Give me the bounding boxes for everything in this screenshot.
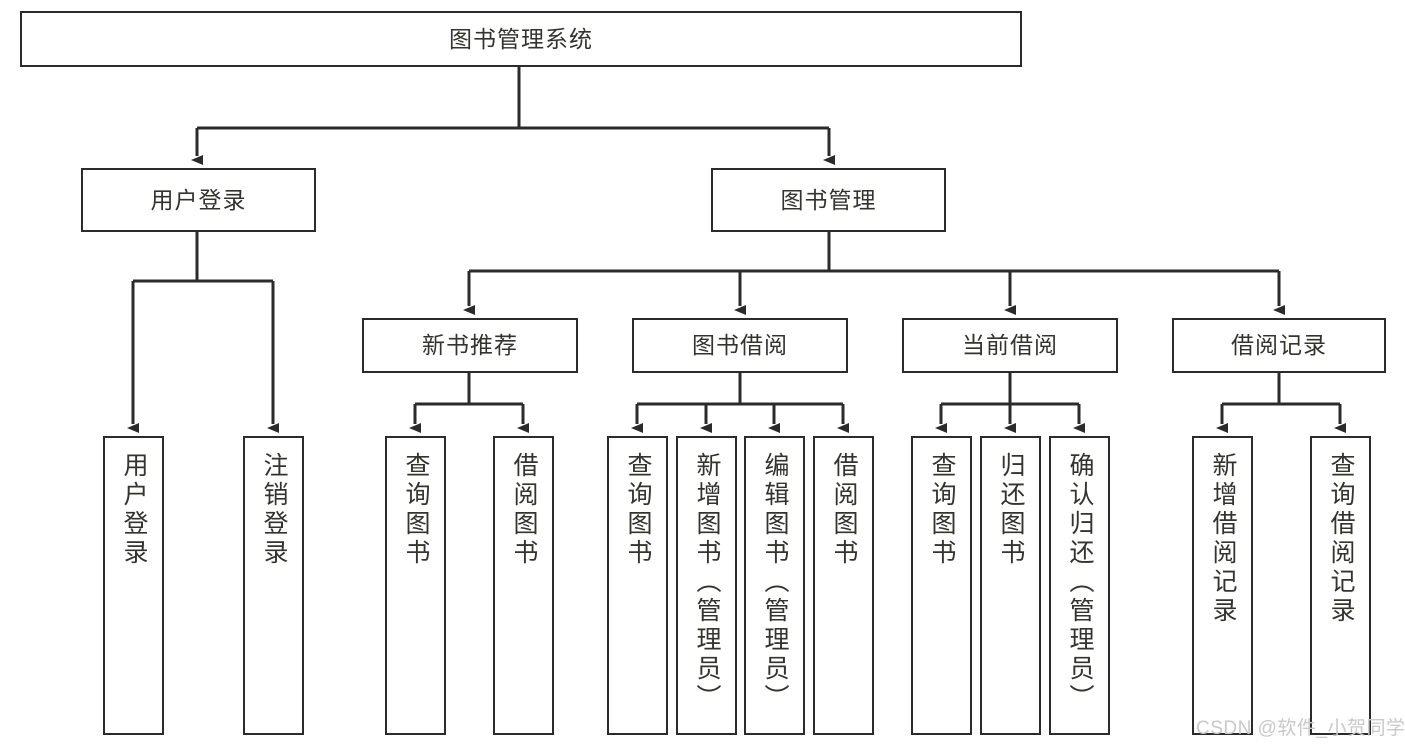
node-leaf-borrow-book-2[interactable]: 借阅图书 xyxy=(813,436,874,735)
node-leaf-add-record[interactable]: 新增借阅记录 xyxy=(1192,436,1253,735)
node-leaf-return-book[interactable]: 归还图书 xyxy=(980,436,1041,735)
edge-group-root xyxy=(191,67,835,165)
node-leaf-add-book[interactable]: 新增图书（管理员） xyxy=(676,436,737,735)
node-leaf-query-book-2[interactable]: 查询图书 xyxy=(607,436,668,735)
node-user-login-label: 用户登录 xyxy=(150,186,247,213)
node-new-book-rec[interactable]: 新书推荐 xyxy=(362,318,578,373)
node-leaf-user-login[interactable]: 用户登录 xyxy=(103,436,164,735)
node-leaf-confirm-return-label: 确认归还（管理员） xyxy=(1066,452,1094,713)
node-leaf-edit-book[interactable]: 编辑图书（管理员） xyxy=(744,436,805,735)
node-current-borrow-label: 当前借阅 xyxy=(962,332,1058,359)
edge-group-book-borrow xyxy=(631,373,849,433)
edge-group-current-borrow xyxy=(935,373,1085,433)
node-leaf-borrow-book-1-label: 借阅图书 xyxy=(510,452,538,568)
node-leaf-logout[interactable]: 注销登录 xyxy=(243,436,304,735)
node-leaf-edit-book-label: 编辑图书（管理员） xyxy=(761,452,789,713)
node-leaf-return-book-label: 归还图书 xyxy=(997,452,1025,568)
node-root[interactable]: 图书管理系统 xyxy=(20,11,1022,67)
node-leaf-query-book-3[interactable]: 查询图书 xyxy=(911,436,972,735)
edge-group-user-login xyxy=(127,232,279,433)
node-leaf-logout-label: 注销登录 xyxy=(260,452,288,568)
node-user-login[interactable]: 用户登录 xyxy=(81,168,316,232)
node-new-book-rec-label: 新书推荐 xyxy=(422,332,518,359)
node-leaf-query-record[interactable]: 查询借阅记录 xyxy=(1310,436,1371,735)
node-borrow-record[interactable]: 借阅记录 xyxy=(1172,318,1386,373)
node-leaf-borrow-book-2-label: 借阅图书 xyxy=(830,452,858,568)
node-root-label: 图书管理系统 xyxy=(449,25,593,52)
node-leaf-query-record-label: 查询借阅记录 xyxy=(1327,452,1355,626)
edge-group-book-manage xyxy=(463,232,1285,315)
node-book-manage[interactable]: 图书管理 xyxy=(711,168,946,232)
node-leaf-user-login-label: 用户登录 xyxy=(120,452,148,568)
node-leaf-confirm-return[interactable]: 确认归还（管理员） xyxy=(1049,436,1110,735)
node-book-manage-label: 图书管理 xyxy=(780,186,877,213)
node-book-borrow-label: 图书借阅 xyxy=(692,332,788,359)
node-leaf-query-book-2-label: 查询图书 xyxy=(624,452,652,568)
node-current-borrow[interactable]: 当前借阅 xyxy=(902,318,1118,373)
node-leaf-add-record-label: 新增借阅记录 xyxy=(1209,452,1237,626)
node-leaf-query-book-1[interactable]: 查询图书 xyxy=(385,436,446,735)
node-leaf-borrow-book-1[interactable]: 借阅图书 xyxy=(493,436,554,735)
edge-group-new-book-rec xyxy=(409,373,529,433)
node-book-borrow[interactable]: 图书借阅 xyxy=(632,318,848,373)
node-borrow-record-label: 借阅记录 xyxy=(1231,332,1327,359)
edge-group-borrow-record xyxy=(1216,373,1346,433)
node-leaf-query-book-3-label: 查询图书 xyxy=(928,452,956,568)
node-leaf-add-book-label: 新增图书（管理员） xyxy=(693,452,721,713)
node-leaf-query-book-1-label: 查询图书 xyxy=(402,452,430,568)
